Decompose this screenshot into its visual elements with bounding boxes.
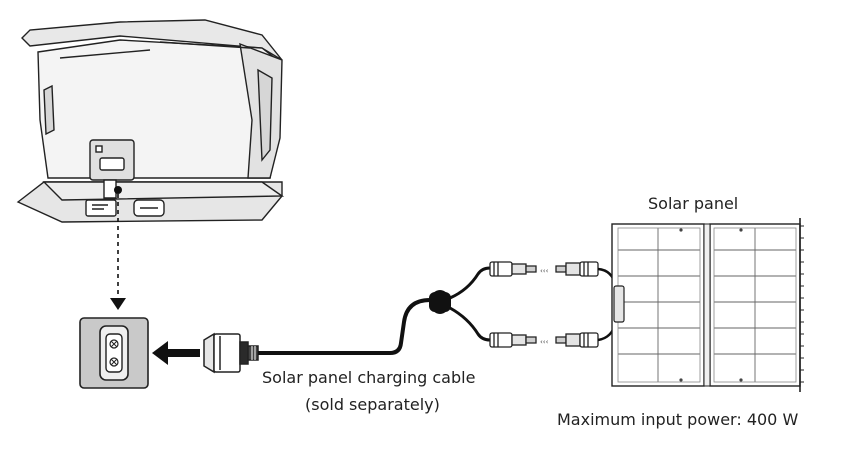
arrow-down-icon xyxy=(110,298,126,310)
insert-arrow-icon xyxy=(152,341,200,365)
max-input-power-label: Maximum input power: 400 W xyxy=(557,410,799,429)
mc4-connector-icon xyxy=(489,261,537,277)
connector-gap-mark: ‹‹‹ xyxy=(540,267,549,275)
mc4-connector-icon xyxy=(555,261,599,277)
mc4-connector-icon xyxy=(489,332,537,348)
charging-cable xyxy=(258,298,438,355)
power-station-icon xyxy=(16,19,285,223)
ac-plug-icon xyxy=(203,332,259,374)
port-marker-dot xyxy=(114,186,122,194)
splitter-branch-lower xyxy=(449,306,491,342)
connector-gap-mark: ‹‹‹ xyxy=(540,338,549,346)
solar-panel-icon xyxy=(611,218,804,392)
splitter-body xyxy=(429,292,451,312)
charging-port-icon xyxy=(79,317,149,389)
cable-note-label: (sold separately) xyxy=(305,395,440,414)
cable-label: Solar panel charging cable xyxy=(262,368,476,387)
splitter-branch-upper xyxy=(449,266,491,300)
solar-panel-label: Solar panel xyxy=(648,194,739,213)
mc4-connector-icon xyxy=(555,332,599,348)
